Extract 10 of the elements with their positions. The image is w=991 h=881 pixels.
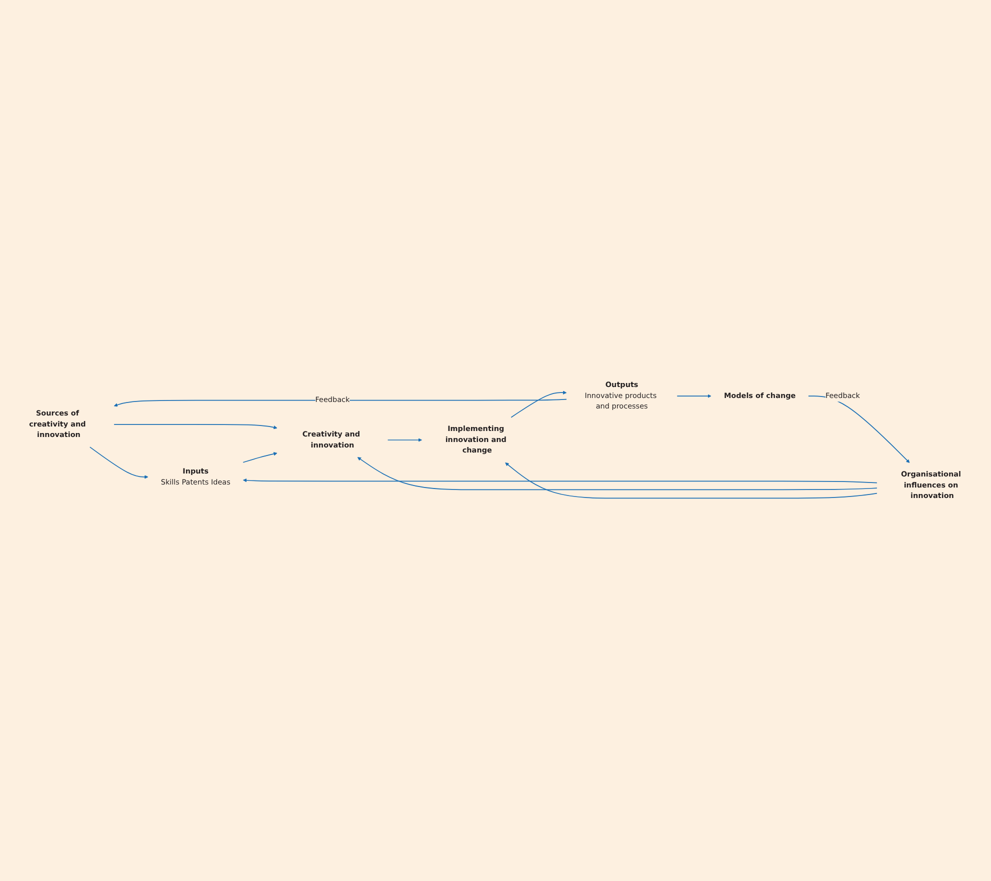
arrow bbox=[676, 394, 712, 398]
arrow bbox=[114, 424, 278, 429]
arrow bbox=[357, 456, 878, 490]
arrow bbox=[242, 478, 878, 483]
arrow bbox=[387, 438, 422, 442]
arrow bbox=[505, 462, 878, 498]
arrow bbox=[510, 390, 567, 418]
arrow bbox=[90, 446, 148, 479]
arrow bbox=[242, 452, 278, 462]
arrow bbox=[114, 398, 567, 406]
